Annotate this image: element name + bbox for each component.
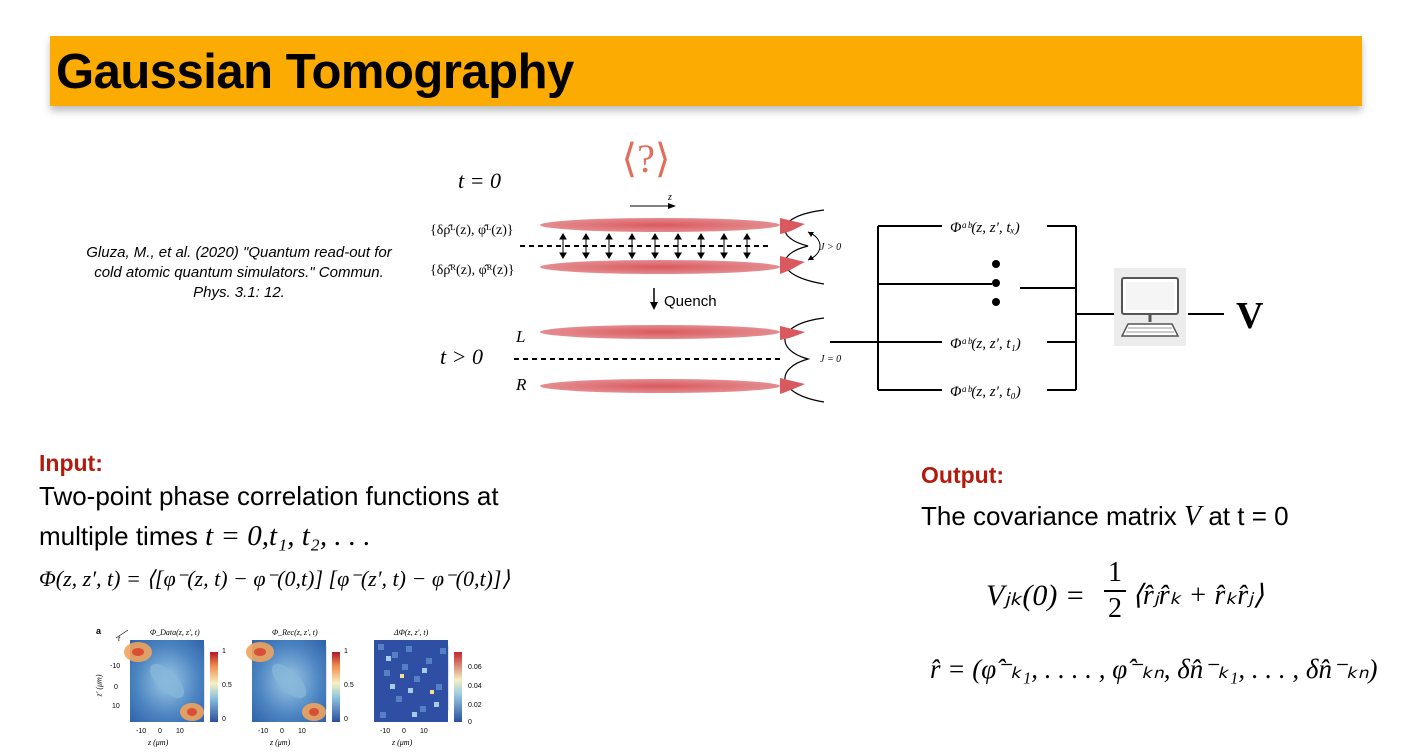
x-tick-1: -10 [136,728,147,735]
x-tick-2: 0 [158,728,162,735]
left-state-label: {δρ̂ᴸ(z), φ̂ᴸ(z)} [430,223,514,238]
cbar2-tick-2: 0.5 [344,682,354,689]
x-axis-label-3: z (μm) [392,738,413,747]
input-line-1: Two-point phase correlation functions at [39,481,499,511]
x-tick-3: 10 [176,728,184,735]
x-tick-1c: -10 [380,728,391,735]
input-times-math: t = 0,t₁, t₂, . . . [205,520,371,552]
cbar2-tick-3: 0 [344,716,348,723]
input-line-2-prefix: multiple times [39,521,198,551]
cbar3-tick-2: 0.04 [468,683,482,690]
y-tick-3: 10 [112,703,120,710]
heatmap-rec-panel [246,640,340,722]
formula-lhs: Vⱼₖ(0) = [986,579,1086,612]
cloud-right-t0 [540,260,780,274]
output-symbol-V: V [1236,295,1264,337]
x-tick-2c: 0 [402,728,406,735]
coupling-off-label: J = 0 [820,354,841,365]
cbar3-tick-4: 0 [468,719,472,726]
measurement-tree [830,225,1224,391]
slide-title: Gaussian Tomography [56,45,574,99]
citation: Gluza, M., et al. (2020) "Quantum read-o… [86,244,392,301]
cloud-left-t1 [540,325,780,339]
panel3-title: ΔΦ(z, z′, t) [394,628,429,637]
cloud-right-t1 [540,379,780,393]
heatmap-data-panel [124,640,218,722]
y-tick-2: 0 [114,684,118,691]
heatmap-panels [115,629,462,722]
coupling-on-label: J > 0 [820,242,841,253]
fraction-numerator: 1 [1108,557,1122,588]
fraction-denominator: 2 [1108,592,1122,624]
time-zero-label: t = 0 [458,168,501,193]
cbar1-tick-2: 0.5 [222,682,232,689]
cloud-left-t0 [540,218,780,232]
output-line: The covariance matrix V at t = 0 [921,497,1289,536]
title-bar: Gaussian Tomography [50,36,1362,106]
panel1-title: Φ_Data(z, z′, t) [150,628,200,637]
x-axis-label-1: z (μm) [148,738,169,747]
formula-rhs: ⟨r̂ⱼr̂ₖ + r̂ₖr̂ⱼ⟩ [1132,580,1264,611]
computer-icon [1114,268,1186,346]
cbar1-tick-1: 1 [222,648,226,655]
R-label: R [515,375,527,394]
tunneling-arrows [559,233,751,259]
input-line-2: multiple times t = 0,t₁, t₂, . . . [39,517,371,556]
correlation-t0: Φᵃᵇ(z, z′, t₀) [950,384,1021,400]
heatmap-diff-panel [374,640,462,722]
correlation-t1: Φᵃᵇ(z, z′, t₁) [950,336,1021,352]
question-mark: ⟨?⟩ [622,136,671,181]
cbar1-tick-3: 0 [222,716,226,723]
output-line-prefix: The covariance matrix [921,501,1177,531]
double-well-t0 [784,209,825,285]
input-label: Input: [39,450,103,476]
x-tick-3b: 10 [298,728,306,735]
input-formula: Φ(z, z′, t) = ⟨[φ⁻(z, t) − φ⁻(0,t)] [φ⁻(… [39,566,511,591]
y-tick-1: -10 [110,663,121,670]
L-label: L [515,327,525,346]
x-tick-3c: 10 [420,728,428,735]
quench-label: Quench [664,293,717,310]
cbar3-tick-3: 0.02 [468,702,482,709]
double-well-t1 [784,317,825,403]
formula-fraction: 1 2 [1104,556,1126,626]
z-axis-label: z [667,192,672,203]
time-after-label: t > 0 [440,344,483,369]
x-tick-2b: 0 [280,728,284,735]
correlation-tX: Φᵃᵇ(z, z′, tₓ) [950,220,1020,236]
panel-letter: a [96,626,102,636]
x-tick-1b: -10 [258,728,269,735]
right-state-label: {δρ̂ᴿ(z), φ̂ᴿ(z)} [430,263,515,278]
t-axis-label: t [118,634,121,643]
output-label: Output: [921,462,1005,488]
output-line-symbol: V [1184,501,1202,532]
panel2-title: Φ_Rec(z, z′, t) [272,628,318,637]
state-vector: r̂ = (φ̂⁻ₖ₁, . . . . , φ̂⁻ₖₙ, δn̂⁻ₖ₁, . … [930,654,1378,684]
cbar3-tick-1: 0.06 [468,664,482,671]
experiment-diagram: ⟨?⟩ t = 0 z {δρ̂ᴸ(z), φ̂ᴸ(z)} {δρ̂ᴿ(z), … [430,136,1264,403]
output-line-suffix: at t = 0 [1208,501,1289,531]
cbar2-tick-1: 1 [344,648,348,655]
x-axis-label-2: z (μm) [270,738,291,747]
heatmap-figure: a Φ_Data(z, z′, t) Φ_Rec(z, z′, t) ΔΦ(z,… [94,626,496,754]
